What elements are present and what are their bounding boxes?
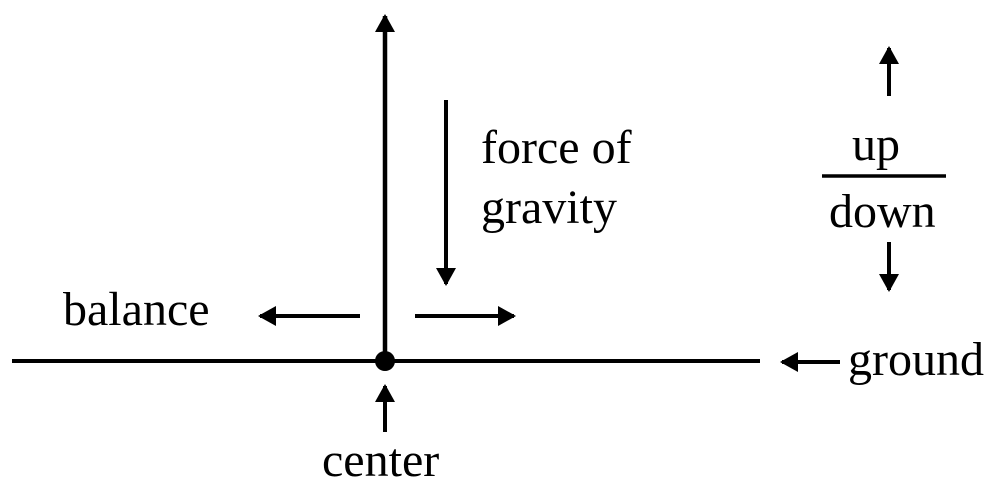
center-point (375, 351, 395, 371)
up-label: up (852, 118, 900, 171)
force-label: force of (481, 121, 632, 174)
center-label: center (322, 434, 439, 479)
ground-label: ground (848, 333, 984, 386)
down-label: down (829, 185, 936, 238)
gravity-label: gravity (481, 181, 617, 234)
balance-label: balance (63, 283, 210, 336)
